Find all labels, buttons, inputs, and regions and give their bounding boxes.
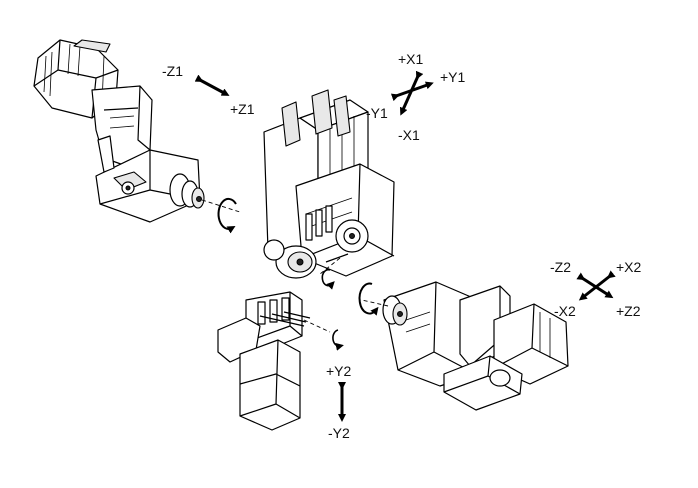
label-plus-x1: +X1 bbox=[398, 51, 424, 67]
label-minus-y1: -Y1 bbox=[366, 105, 388, 121]
z2-axis-arrow bbox=[576, 272, 614, 299]
label-minus-z2: -Z2 bbox=[550, 259, 571, 275]
label-plus-z1: +Z1 bbox=[230, 101, 255, 117]
y1-axis-arrow bbox=[390, 81, 434, 102]
label-minus-z1: -Z1 bbox=[162, 63, 183, 79]
label-plus-y1: +Y1 bbox=[440, 69, 466, 85]
rotation-arrow-c2 bbox=[358, 282, 379, 316]
label-minus-y2: -Y2 bbox=[328, 425, 350, 441]
label-plus-y2: +Y2 bbox=[326, 363, 352, 379]
rotation-arrow-c-turret2 bbox=[332, 329, 344, 351]
sub-spindle-2 bbox=[361, 281, 569, 411]
rotation-arrow-c-turret bbox=[321, 268, 335, 290]
z1-axis-arrow bbox=[194, 74, 230, 96]
label-minus-x2: -X2 bbox=[554, 303, 576, 319]
label-plus-z2: +Z2 bbox=[616, 303, 641, 319]
turret-1 bbox=[263, 89, 395, 279]
main-spindle-1 bbox=[33, 39, 241, 223]
label-minus-x1: -X1 bbox=[398, 127, 420, 143]
label-plus-x2: +X2 bbox=[616, 259, 642, 275]
turret-2 bbox=[217, 291, 331, 431]
rotation-arrow-c1 bbox=[217, 197, 237, 234]
